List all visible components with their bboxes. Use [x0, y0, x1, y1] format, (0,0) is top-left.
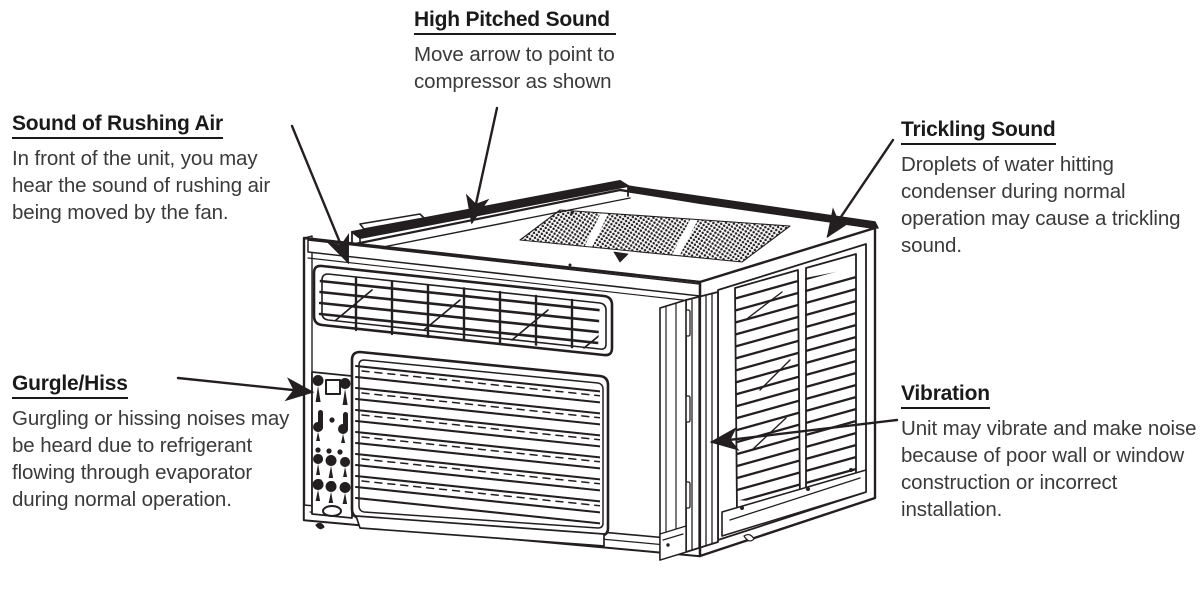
callout-body-trickling: Droplets of water hitting condenser duri… [901, 152, 1181, 258]
callout-body-gurgle-hiss: Gurgling or hissing noises may be heard … [12, 406, 290, 512]
callout-heading-rushing-air: Sound of Rushing Air [12, 112, 223, 139]
callout-heading-high-pitched: High Pitched Sound [414, 8, 616, 35]
callout-vibration: Vibration Unit may vibrate and make nois… [901, 382, 1201, 524]
callout-high-pitched: High Pitched Sound Move arrow to point t… [414, 8, 714, 95]
leader-gurgle-hiss [176, 376, 315, 402]
control-panel [311, 371, 353, 519]
callout-heading-gurgle-hiss: Gurgle/Hiss [12, 372, 128, 399]
callout-gurgle-hiss: Gurgle/Hiss Gurgling or hissing noises m… [12, 372, 292, 514]
leader-trickling [826, 138, 895, 238]
callout-heading-vibration: Vibration [901, 382, 990, 409]
callout-body-vibration: Unit may vibrate and make noise because … [901, 416, 1197, 522]
leader-vibration [709, 418, 899, 451]
front-discharge-grille [312, 264, 614, 357]
window-mounting-panel [659, 291, 719, 561]
callout-rushing-air: Sound of Rushing Air In front of the uni… [12, 112, 302, 226]
leader-rushing-air [290, 124, 350, 265]
right-condenser-side [698, 226, 877, 558]
front-filter-grille [350, 350, 610, 547]
callout-trickling: Trickling Sound Droplets of water hittin… [901, 118, 1191, 260]
callout-heading-trickling: Trickling Sound [901, 118, 1056, 145]
callout-body-rushing-air: In front of the unit, you may hear the s… [12, 146, 271, 225]
leader-high-pitched [465, 106, 499, 225]
callout-body-high-pitched: Move arrow to point to compressor as sho… [414, 42, 615, 93]
